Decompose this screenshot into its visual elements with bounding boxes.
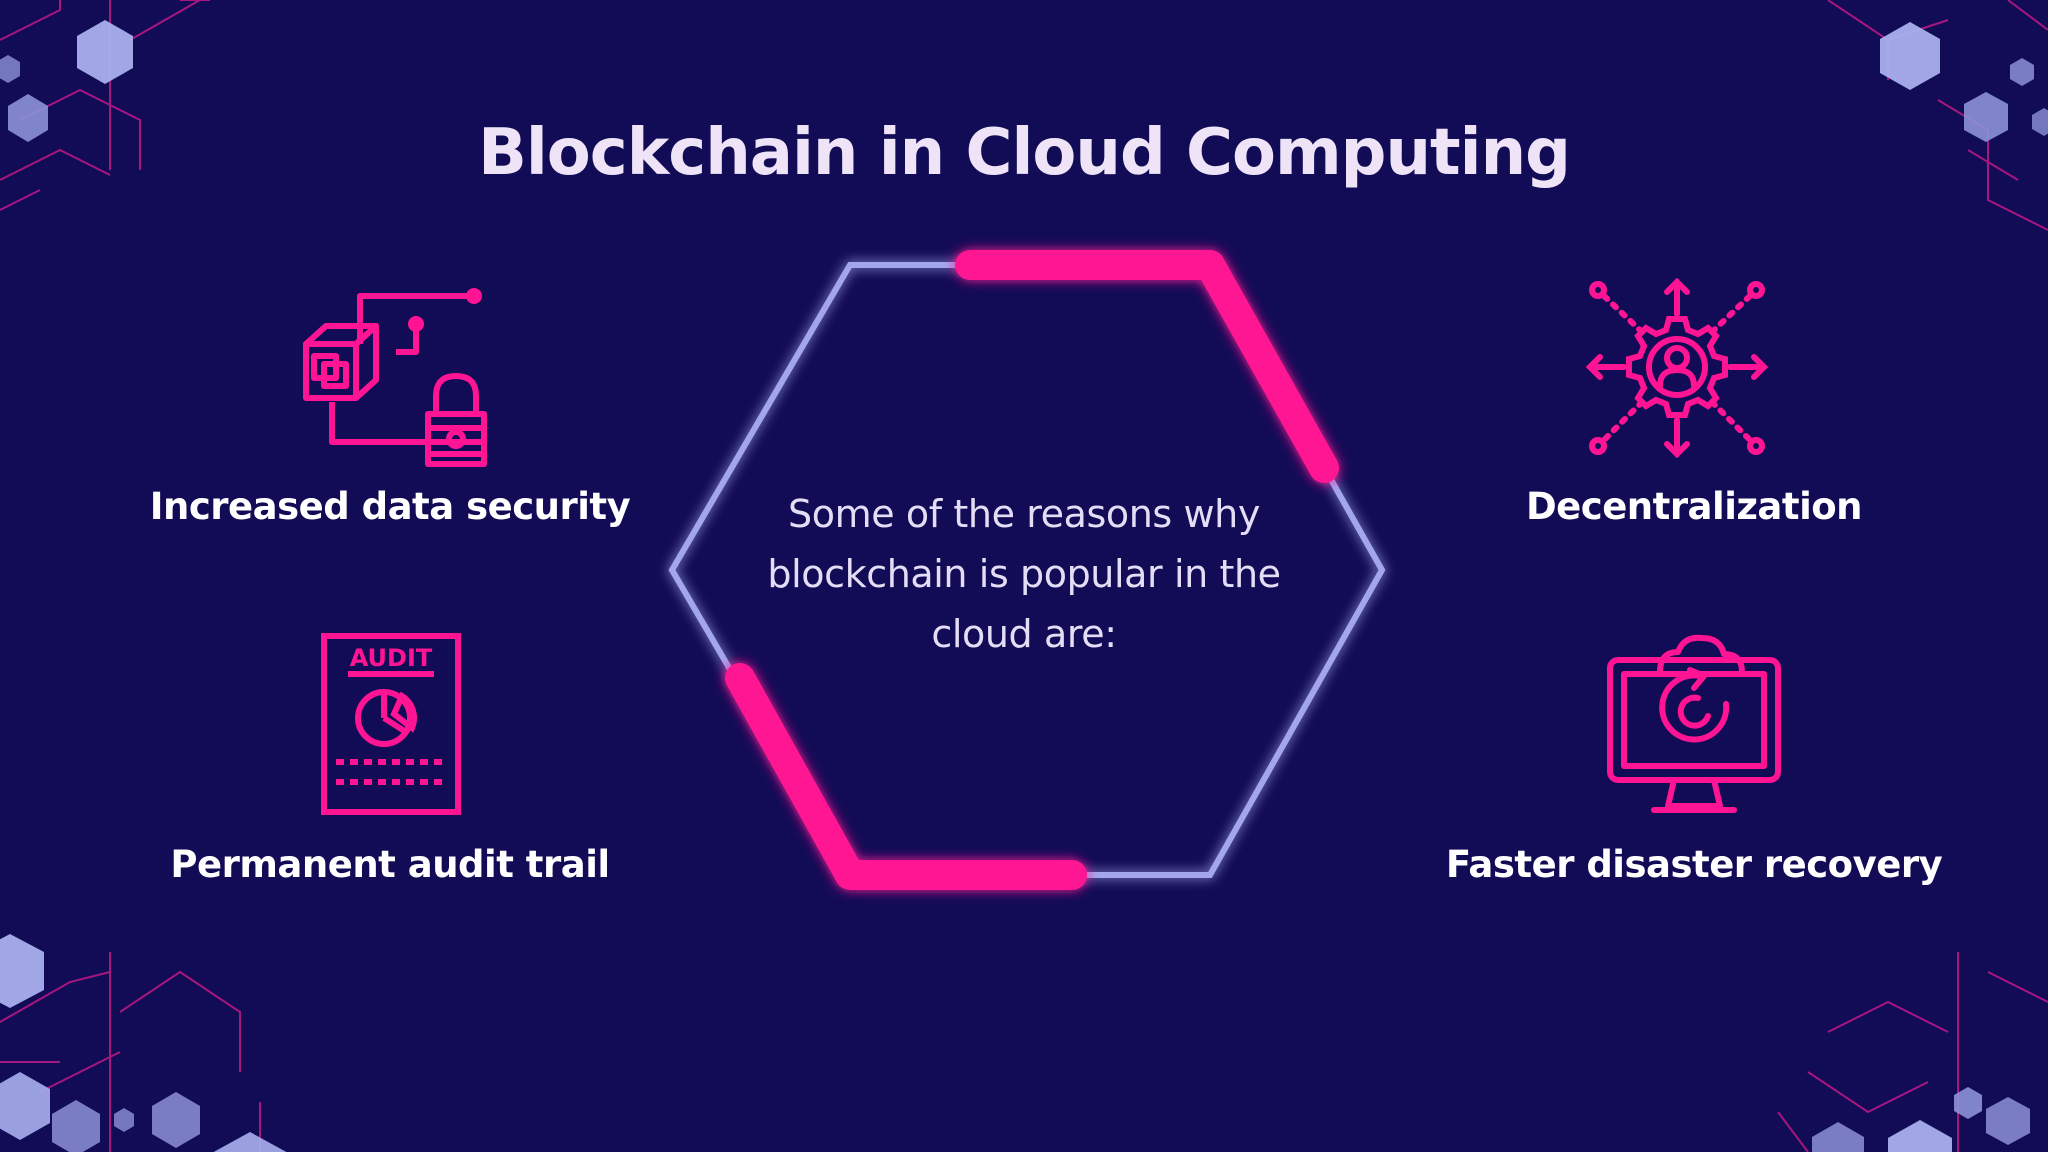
hex-tile	[2010, 58, 2034, 86]
hex-tile	[1954, 1087, 1982, 1119]
hex-tile	[77, 20, 133, 84]
hex-tile	[1888, 1120, 1952, 1152]
hex-tile	[114, 1108, 134, 1132]
monitor-cloud-recovery-icon	[1607, 634, 1781, 813]
bottom-right-decoration	[1777, 952, 2048, 1152]
hex-tile	[152, 1092, 200, 1148]
reason-label-audit-trail: Permanent audit trail	[170, 843, 610, 886]
hexagon-accent-top	[955, 250, 1339, 483]
decentralized-network-gear-icon	[1585, 277, 1769, 459]
reason-label-data-security: Increased data security	[149, 485, 631, 528]
reason-label-disaster-recovery: Faster disaster recovery	[1445, 843, 1943, 886]
reason-label-decentralization: Decentralization	[1525, 485, 1863, 528]
hex-tile	[0, 934, 44, 1008]
hex-tile	[0, 55, 20, 83]
hex-tile	[0, 1072, 50, 1140]
blockchain-lock-icon	[303, 288, 487, 467]
hex-tile	[1812, 1122, 1864, 1152]
bottom-left-decoration	[0, 934, 287, 1152]
audit-icon-text: AUDIT	[350, 644, 433, 672]
hex-tile	[52, 1100, 100, 1152]
hex-tile	[213, 1132, 287, 1152]
hexagon-accent-bottom	[725, 663, 1087, 890]
center-hexagon-frame	[668, 250, 1386, 890]
audit-document-icon: AUDIT	[321, 633, 461, 815]
slide-title: Blockchain in Cloud Computing	[478, 116, 1571, 190]
hex-tile	[1880, 22, 1940, 90]
hex-tile	[1986, 1097, 2030, 1145]
center-description: Some of the reasons why blockchain is po…	[767, 492, 1281, 656]
